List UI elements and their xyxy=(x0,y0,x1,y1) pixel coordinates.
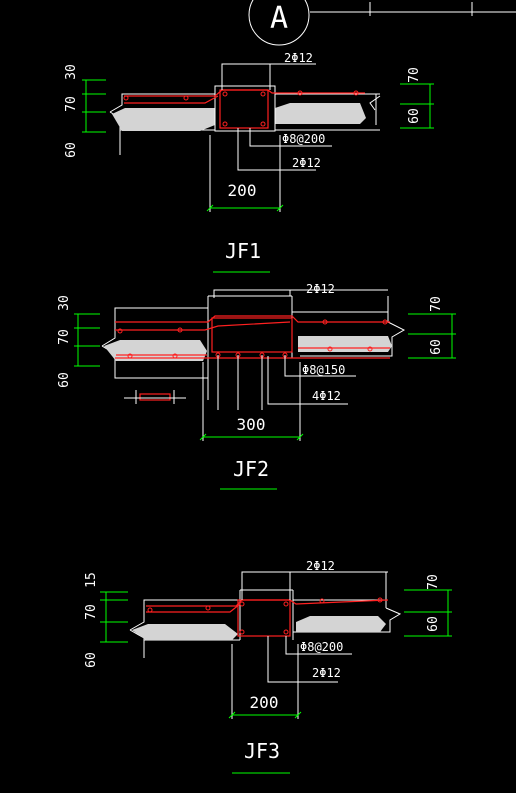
jf2-right-dim-1: 70 xyxy=(429,296,444,312)
jf1-right-dim-2: 60 xyxy=(407,108,422,124)
jf1-left-dim-2: 70 xyxy=(64,96,79,112)
jf1-left-dim-3: 60 xyxy=(64,142,79,158)
jf2-right-dim-2: 60 xyxy=(429,339,444,355)
jf3-left-dim-2: 70 xyxy=(84,604,99,620)
jf2-stirrup-label: Φ8@150 xyxy=(302,363,345,377)
jf2-title: JF2 xyxy=(233,457,269,481)
jf1-title: JF1 xyxy=(225,239,261,263)
detail-jf1: 2Φ12 Φ8@200 2Φ12 200 30 70 60 70 60 JF1 xyxy=(64,51,434,273)
jf1-right-dim-1: 70 xyxy=(407,67,422,83)
top-grid-line xyxy=(310,2,516,16)
jf1-bottom-bar-label: 2Φ12 xyxy=(292,156,321,170)
axis-label: A xyxy=(270,1,288,36)
detail-jf3: 2Φ12 Φ8@200 2Φ12 200 15 70 60 70 60 JF3 xyxy=(84,559,452,774)
jf1-top-bar-label: 2Φ12 xyxy=(284,51,313,65)
jf1-stirrup-label: Φ8@200 xyxy=(282,132,325,146)
jf3-right-dim-2: 60 xyxy=(426,616,441,632)
jf3-stirrup-label: Φ8@200 xyxy=(300,640,343,654)
jf3-bottom-bar-label: 2Φ12 xyxy=(312,666,341,680)
jf3-top-bar-label: 2Φ12 xyxy=(306,559,335,573)
jf1-left-dim-1: 30 xyxy=(64,64,79,80)
jf3-left-dim-3: 60 xyxy=(84,652,99,668)
detail-jf2: 2Φ12 Φ8@150 4Φ12 300 30 70 60 70 60 JF2 xyxy=(57,282,456,490)
jf1-width-dim: 200 xyxy=(228,181,257,200)
jf2-left-dim-1: 30 xyxy=(57,295,72,311)
jf2-bottom-bar-label: 4Φ12 xyxy=(312,389,341,403)
jf3-left-dim-1: 15 xyxy=(84,572,99,588)
jf2-width-dim: 300 xyxy=(237,415,266,434)
axis-bubble: A xyxy=(248,0,310,46)
jf2-top-bar-label: 2Φ12 xyxy=(306,282,335,296)
jf3-width-dim: 200 xyxy=(250,693,279,712)
jf3-right-dim-1: 70 xyxy=(426,574,441,590)
jf2-left-dim-3: 60 xyxy=(57,372,72,388)
jf2-left-dim-2: 70 xyxy=(57,329,72,345)
jf3-title: JF3 xyxy=(244,739,280,763)
